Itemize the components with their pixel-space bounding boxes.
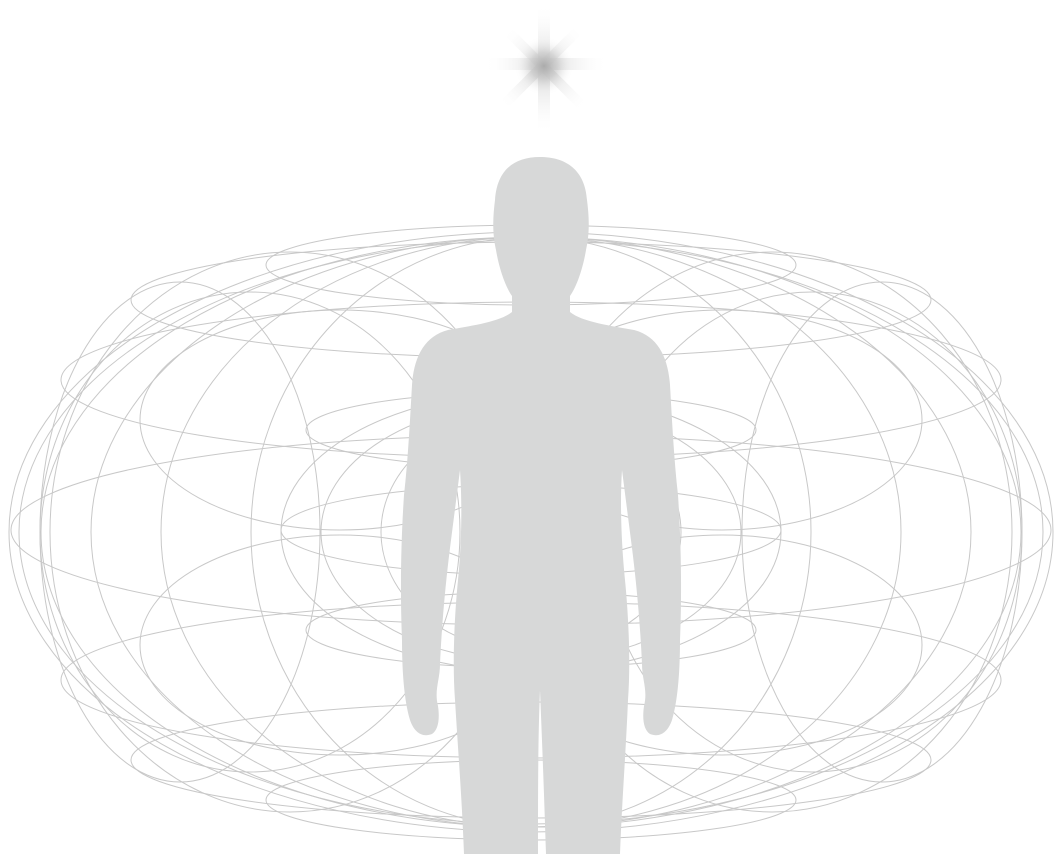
star-core [514,36,574,96]
lobe-left-2 [40,292,460,772]
human-silhouette [401,157,681,854]
radiant-star [484,4,608,134]
